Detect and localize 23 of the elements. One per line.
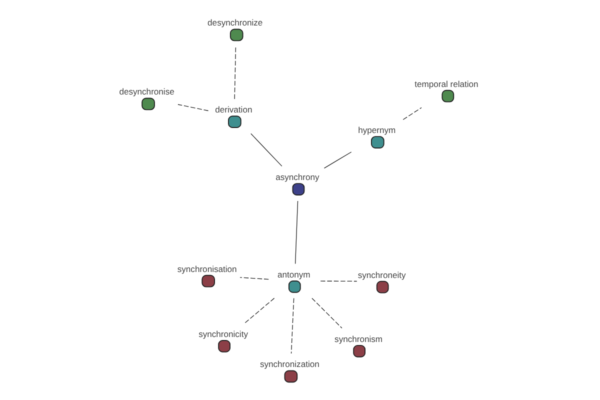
connector (240, 277, 269, 280)
connector (402, 107, 422, 120)
node-label: synchronization (260, 359, 320, 370)
connector (294, 200, 298, 264)
node-label: asynchrony (276, 172, 320, 182)
connector (290, 298, 294, 354)
connector (178, 104, 209, 112)
node-label: synchronicity (198, 328, 248, 339)
node-label: hypernym (358, 124, 396, 135)
connector (324, 152, 352, 169)
connector (312, 298, 342, 328)
node-label: desynchronize (208, 18, 263, 28)
node-label: synchronism (334, 334, 383, 344)
node-label: temporal relation (414, 78, 478, 89)
node-label: synchroneity (358, 270, 406, 280)
node-label: antonym (278, 269, 310, 280)
node-label: synchronisation (177, 264, 237, 274)
connector (320, 280, 358, 282)
connector (244, 298, 275, 324)
node-label: desynchronise (119, 86, 174, 97)
connector (234, 46, 236, 100)
node-label: derivation (215, 104, 252, 114)
connector (250, 133, 282, 167)
